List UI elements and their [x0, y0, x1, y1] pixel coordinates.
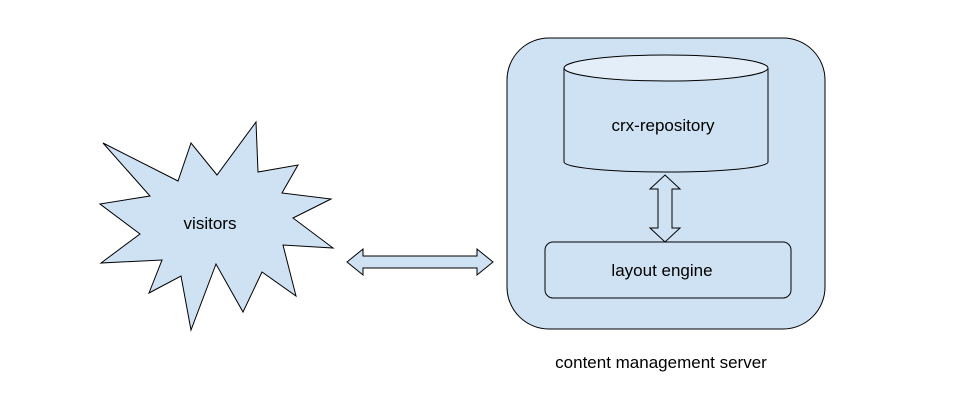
visitors-node[interactable]: visitors [98, 120, 335, 332]
repository-cylinder-top [563, 54, 769, 82]
layout-engine-box [544, 241, 792, 299]
visitors-shape [98, 120, 335, 332]
layout-engine-label: layout engine [611, 261, 712, 280]
layout-engine-node[interactable]: layout engine [544, 241, 792, 299]
visitors-label: visitors [184, 214, 237, 233]
server-label: content management server [555, 353, 767, 372]
repository-cylinder-body [563, 68, 769, 173]
repository-node[interactable]: crx-repository [563, 54, 769, 173]
visitors-server-double-arrow [346, 247, 494, 277]
repository-label: crx-repository [612, 116, 715, 135]
